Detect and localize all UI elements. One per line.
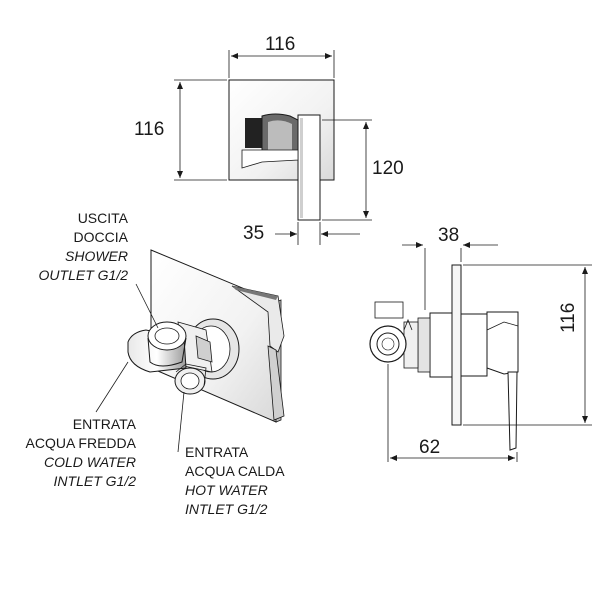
front-cartridge [245, 118, 262, 148]
dim-lever-drop: 120 [372, 158, 404, 179]
dim-side-height: 116 [558, 302, 579, 333]
hot-inlet-label-line2: ACQUA CALDA [185, 463, 285, 479]
hot-inlet-label-line3: HOT WATER [185, 482, 268, 498]
cold-inlet-label-line3: COLD WATER [43, 454, 136, 470]
cold-inlet-label-line2: ACQUA FREDDA [25, 435, 136, 451]
side-lever-arm [507, 371, 518, 451]
hot-leader [177, 391, 185, 453]
dim-front-height: 116 [134, 119, 165, 140]
cold-leader [95, 361, 129, 413]
cold-inlet-label: ENTRATA ACQUA FREDDA COLD WATER INTLET G… [0, 415, 136, 491]
dim-front-width: 116 [265, 34, 296, 55]
perspective-view [95, 249, 285, 453]
outlet-label-line4: OUTLET G1/2 [38, 267, 128, 283]
hot-inlet-label-line1: ENTRATA [185, 444, 249, 460]
front-view [174, 50, 372, 245]
outlet-label-line3: SHOWER [65, 248, 128, 264]
side-view [369, 242, 592, 462]
cold-inlet-label-line1: ENTRATA [72, 416, 136, 432]
outlet-label: USCITA DOCCIA SHOWER OUTLET G1/2 [10, 209, 128, 285]
outlet-label-line1: USCITA [77, 210, 128, 226]
outlet-leader [135, 283, 159, 329]
hot-inlet-label: ENTRATA ACQUA CALDA HOT WATER INTLET G1/… [185, 443, 325, 519]
cold-inlet-label-line4: INTLET G1/2 [53, 473, 136, 489]
side-lever-head [486, 311, 519, 375]
outlet-label-line2: DOCCIA [73, 229, 128, 245]
dim-side-depth: 38 [438, 225, 460, 246]
front-lever [297, 114, 321, 221]
side-plate [451, 264, 462, 426]
dim-side-body-depth: 62 [419, 437, 441, 458]
dim-lever-width: 35 [243, 223, 265, 244]
hot-inlet-label-line4: INTLET G1/2 [185, 501, 268, 517]
